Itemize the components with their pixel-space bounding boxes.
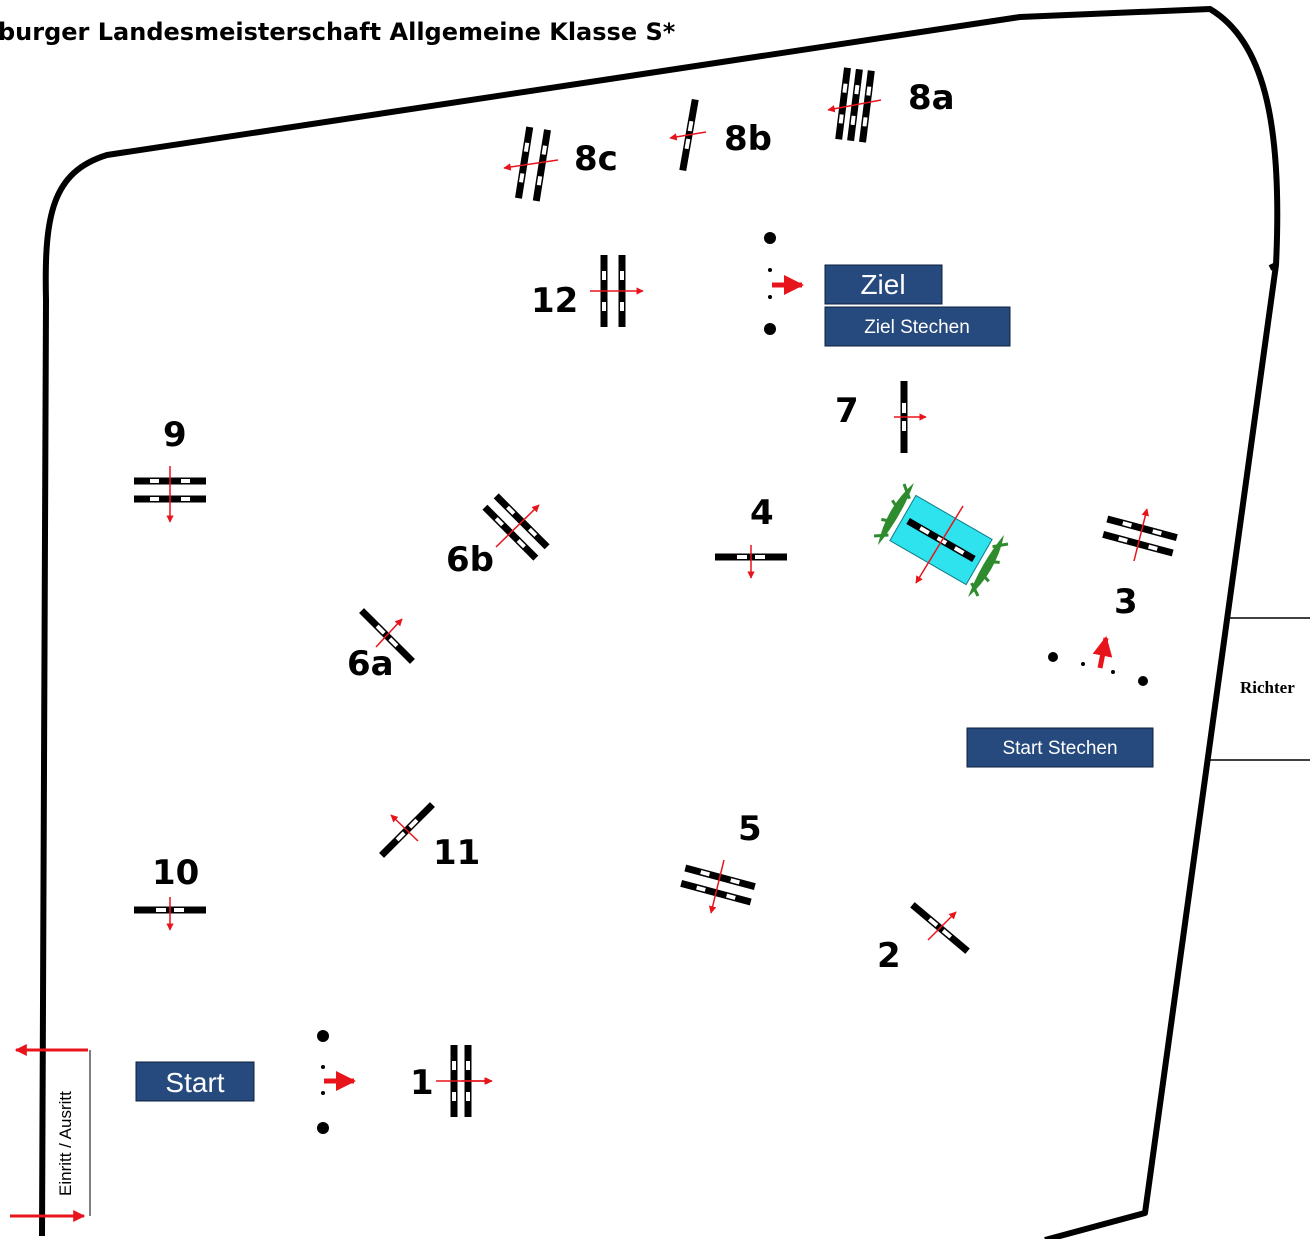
obstacle-8a-arrow: [827, 99, 882, 113]
start-label: Start: [165, 1067, 224, 1098]
course-title: burger Landesmeisterschaft Allgemeine Kl…: [0, 18, 676, 46]
obstacle-12-label: 12: [531, 281, 578, 321]
arena-border: [39, 6, 1281, 1239]
obstacle-8a-label: 8a: [908, 78, 955, 118]
finish-label: Ziel: [860, 269, 905, 300]
finish-box: Ziel: [824, 264, 943, 305]
entrance-label: Einritt / Ausritt: [56, 1091, 75, 1196]
obstacle-5-arrow: [708, 859, 725, 914]
obstacle-11-arrow: [390, 814, 419, 842]
judges-box: Richter: [1210, 617, 1310, 761]
obstacle-8b-label: 8b: [724, 119, 772, 159]
obstacle-10-label: 10: [152, 853, 199, 893]
obstacle-6b-label: 6b: [446, 540, 494, 580]
start-box: Start: [135, 1061, 255, 1102]
obstacle-8c-arrow: [503, 159, 559, 171]
obstacle-11-label: 11: [433, 833, 480, 873]
obstacle-2-arrow: [927, 911, 957, 941]
jumpoff-finish-box: Ziel Stechen: [824, 306, 1011, 347]
obstacle-3-arrow: [1133, 508, 1150, 562]
obstacle-9-label: 9: [163, 415, 187, 455]
jumpoff-finish-label: Ziel Stechen: [864, 317, 970, 338]
arena-border-kink: [1268, 262, 1278, 271]
water-jump: [873, 482, 1009, 598]
obstacle-6b-arrow: [495, 504, 540, 548]
water-jump-arrow: [915, 505, 964, 584]
obstacle-4-label: 4: [750, 493, 774, 533]
obstacle-5-label: 5: [738, 809, 762, 849]
entrance-exit: Einritt / Ausritt: [10, 1044, 91, 1222]
obstacle-2-label: 2: [877, 936, 901, 976]
jumpoff-start-box: Start Stechen: [966, 727, 1154, 768]
obstacle-6a-label: 6a: [347, 644, 394, 684]
jumpoff-start-line: [1048, 636, 1148, 686]
finish-line: [764, 232, 804, 335]
judges-label: Richter: [1240, 678, 1295, 697]
obstacle-8b-arrow: [669, 131, 707, 141]
obstacle-6a-arrow: [375, 618, 403, 648]
obstacle-7-label: 7: [835, 391, 859, 431]
start-line: [317, 1030, 356, 1134]
obstacle-8c-label: 8c: [574, 139, 618, 179]
obstacle-1-label: 1: [410, 1063, 434, 1103]
jumpoff-start-label: Start Stechen: [1002, 738, 1117, 759]
obstacle-3-label: 3: [1114, 582, 1138, 622]
